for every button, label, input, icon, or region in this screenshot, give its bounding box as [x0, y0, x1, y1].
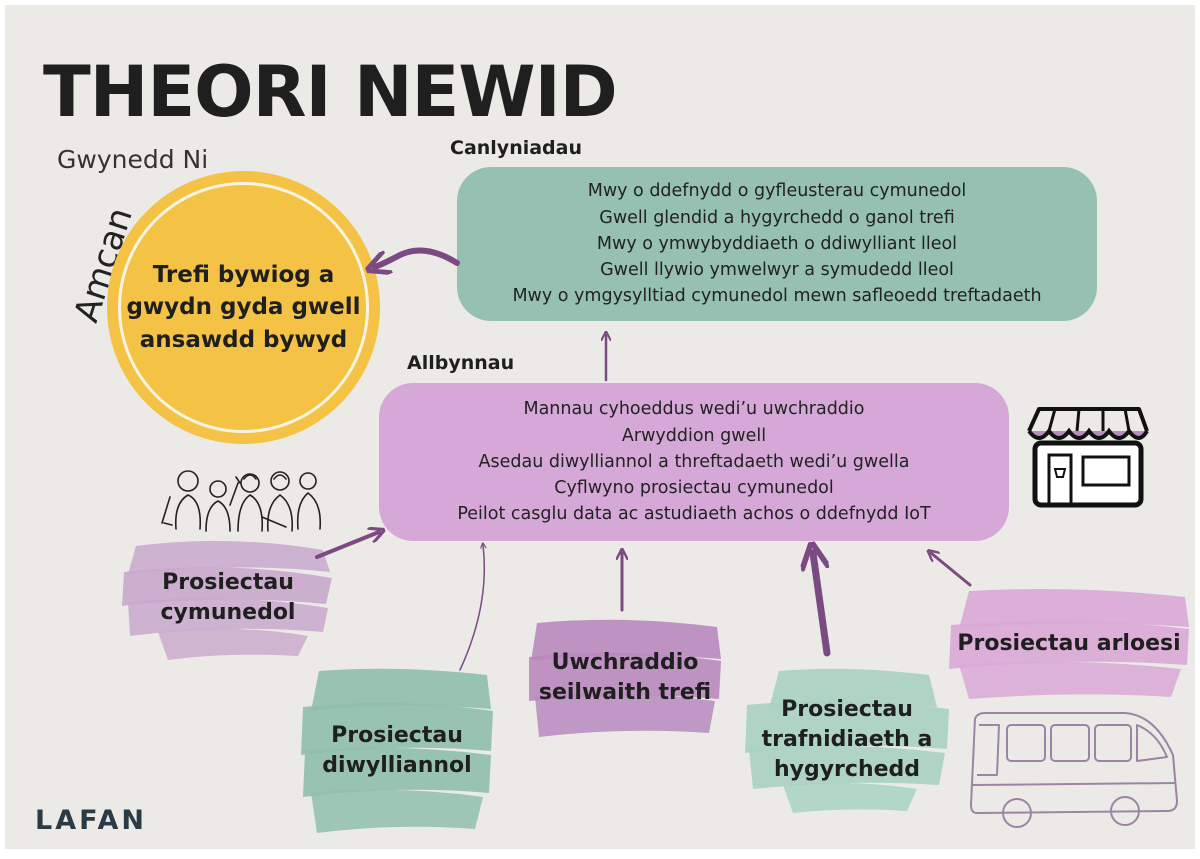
aim-text: Trefi bywiog a gwydn gyda gwell ansawdd … — [118, 182, 369, 433]
theory-of-change-diagram: THEORI NEWID Gwynedd Ni Amcan Trefi bywi… — [5, 5, 1195, 849]
outcomes-box: Mwy o ddefnydd o gyfleusterau cymunedol … — [457, 167, 1097, 321]
output-item: Peilot casglu data ac astudiaeth achos o… — [457, 504, 931, 525]
people-icon — [161, 470, 322, 532]
project-label: Prosiectau cymunedol — [160, 570, 296, 625]
brush-stroke — [949, 589, 1189, 699]
output-item: Cyflwyno prosiectau cymunedol — [554, 478, 834, 499]
outcomes-heading: Canlyniadau — [450, 137, 582, 159]
project-town-infrastructure: Uwchraddio seilwaith trefi — [525, 615, 725, 741]
outputs-box: Mannau cyhoeddus wedi’u uwchraddio Arwyd… — [379, 383, 1009, 541]
outcome-item: Gwell glendid a hygyrchedd o ganol trefi — [599, 207, 955, 228]
outputs-heading: Allbynnau — [407, 352, 515, 374]
project-innovation: Prosiectau arloesi — [945, 585, 1193, 703]
outcome-item: Mwy o ddefnydd o gyfleusterau cymunedol — [587, 181, 967, 202]
brush-stroke — [745, 668, 949, 813]
project-label: Prosiectau arloesi — [957, 631, 1181, 657]
project-label: Uwchraddio seilwaith trefi — [538, 650, 712, 705]
arrow-cultural-to-outputs — [459, 545, 484, 671]
outcome-item: Gwell llywio ymwelwyr a symudedd lleol — [600, 260, 954, 281]
project-label: Prosiectau trafnidiaeth a hygyrchedd — [761, 697, 933, 782]
project-community: Prosiectau cymunedol — [118, 532, 338, 664]
output-item: Arwyddion gwell — [621, 425, 767, 446]
brush-stroke — [122, 540, 332, 660]
project-label: Prosiectau diwylliannol — [322, 723, 472, 778]
arrow-innovation-to-outputs — [931, 553, 972, 587]
output-item: Mannau cyhoeddus wedi’u uwchraddio — [523, 399, 865, 420]
lafan-logo: LAFAN — [35, 805, 147, 836]
arrow-outcomes-to-aim — [375, 247, 460, 268]
arrow-community-to-outputs — [315, 532, 379, 559]
outcome-item: Mwy o ymwybyddiaeth o ddiwylliant lleol — [596, 233, 958, 254]
output-item: Asedau diwylliannol a threftadaeth wedi’… — [478, 451, 910, 472]
brush-stroke — [301, 668, 493, 833]
bus-icon — [970, 712, 1178, 828]
project-transport-accessibility: Prosiectau trafnidiaeth a hygyrchedd — [739, 665, 955, 815]
arrows-layer — [315, 247, 972, 671]
page-title: THEORI NEWID — [43, 51, 618, 133]
project-cultural: Prosiectau diwylliannol — [297, 665, 497, 837]
shop-icon — [1027, 407, 1149, 508]
brush-stroke — [529, 619, 721, 737]
outcome-item: Mwy o ymgysylltiad cymunedol mewn safleo… — [512, 286, 1042, 307]
arrow-transport-to-outputs — [813, 553, 831, 657]
page-subtitle: Gwynedd Ni — [57, 145, 209, 174]
